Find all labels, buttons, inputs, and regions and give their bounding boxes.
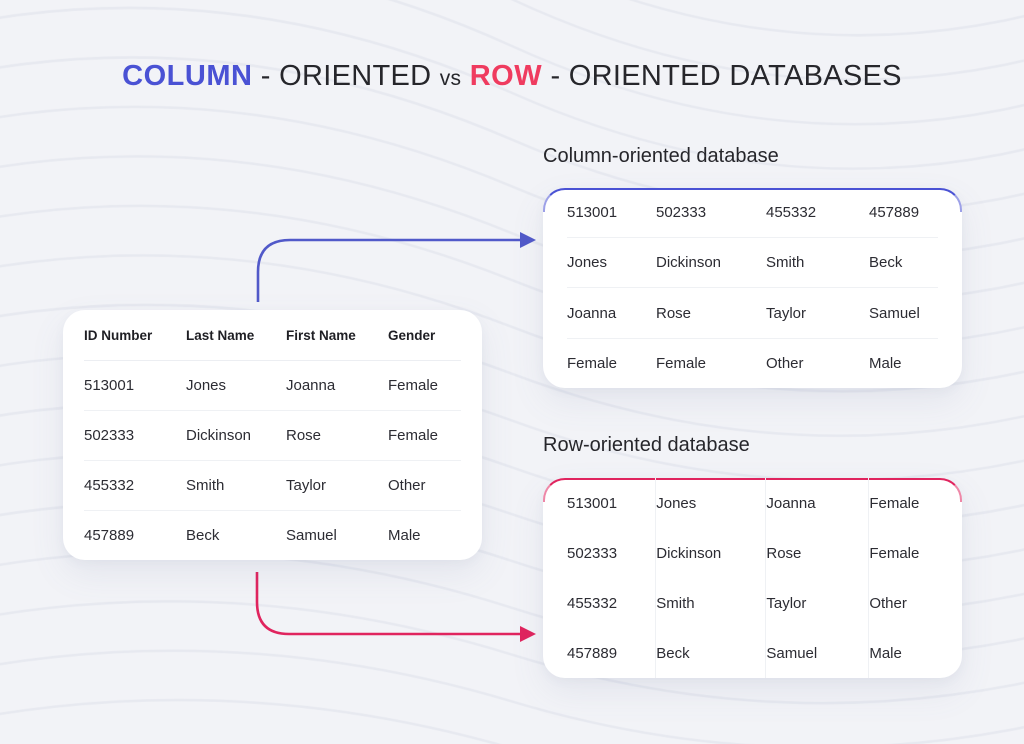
title-oriented-2: ORIENTED DATABASES xyxy=(568,60,902,92)
cell: Rose xyxy=(656,287,766,339)
cell: Rose xyxy=(765,528,870,578)
cell: Male xyxy=(869,644,902,662)
cell: Female xyxy=(388,360,461,411)
arrow-to-row-oriented xyxy=(255,572,536,642)
cell: Other xyxy=(869,594,907,612)
table-row: 455332 Smith Taylor Other xyxy=(84,460,461,511)
table-row: 513001 Jones Joanna Female xyxy=(84,360,461,411)
cell: Rose xyxy=(286,410,388,461)
table-row: Jones Dickinson Smith Beck xyxy=(567,237,938,289)
table-row: 502333 Dickinson Rose Female xyxy=(84,410,461,461)
cell: Jones xyxy=(655,478,767,528)
cell: Taylor xyxy=(765,578,870,628)
row-oriented-label: Row-oriented database xyxy=(543,434,750,456)
cell: 502333 xyxy=(567,528,657,578)
cell: 502333 xyxy=(84,410,186,461)
cell: Female xyxy=(388,410,461,461)
table-header-row: ID Number Last Name First Name Gender xyxy=(84,310,461,361)
cell: 455332 xyxy=(567,578,657,628)
cell: 513001 xyxy=(567,478,657,528)
cell: Taylor xyxy=(286,460,388,511)
arrow-to-column-oriented xyxy=(256,232,536,302)
source-table-card: ID Number Last Name First Name Gender 51… xyxy=(63,310,482,560)
table-row: 502333 Dickinson Rose Female xyxy=(567,528,938,578)
row-oriented-table: 513001 Jones Joanna Female 502333 Dickin… xyxy=(567,478,938,678)
cell: Joanna xyxy=(286,360,388,411)
cell: Female xyxy=(567,354,618,372)
cell: Samuel xyxy=(869,287,938,339)
title-oriented-1: ORIENTED xyxy=(279,60,432,92)
source-table: ID Number Last Name First Name Gender 51… xyxy=(84,310,461,560)
column-header-id-number: ID Number xyxy=(84,310,186,361)
cell: Beck xyxy=(655,628,767,678)
cell: Beck xyxy=(869,237,938,289)
cell: Female xyxy=(869,494,920,512)
title-dash-1: - xyxy=(260,60,271,92)
cell: 457889 xyxy=(84,527,135,544)
table-row: 513001 Jones Joanna Female xyxy=(567,478,938,528)
title-column-word: COLUMN xyxy=(122,60,253,92)
cell: 455332 xyxy=(766,188,869,239)
cell: Male xyxy=(388,527,421,544)
cell: 457889 xyxy=(567,628,657,678)
cell: Smith xyxy=(655,578,767,628)
title-vs: vs xyxy=(439,67,462,90)
cell: Beck xyxy=(186,527,220,544)
column-header-gender: Gender xyxy=(388,310,461,361)
table-row: Female Female Other Male xyxy=(567,338,938,388)
table-row: 513001 502333 455332 457889 xyxy=(567,188,938,239)
cell: Taylor xyxy=(766,287,869,339)
cell: Samuel xyxy=(286,527,337,544)
row-oriented-card: 513001 Jones Joanna Female 502333 Dickin… xyxy=(543,478,962,678)
title-row-word: ROW xyxy=(469,60,543,92)
column-header-first-name: First Name xyxy=(286,310,388,361)
cell: Male xyxy=(869,354,902,372)
cell: Female xyxy=(869,544,920,562)
cell: 457889 xyxy=(869,188,938,239)
cell: 513001 xyxy=(567,188,656,239)
column-oriented-card: 513001 502333 455332 457889 Jones Dickin… xyxy=(543,188,962,388)
table-row: 455332 Smith Taylor Other xyxy=(567,578,938,628)
cell: Joanna xyxy=(567,287,656,339)
cell: Joanna xyxy=(765,478,870,528)
title-dash-2: - xyxy=(550,60,561,92)
page-title: COLUMN - ORIENTED vs ROW - ORIENTED DATA… xyxy=(0,60,1024,93)
cell: Samuel xyxy=(765,628,870,678)
column-oriented-label: Column-oriented database xyxy=(543,145,779,167)
table-row: 457889 Beck Samuel Male xyxy=(84,511,461,561)
cell: Other xyxy=(766,354,804,372)
cell: 502333 xyxy=(656,188,766,239)
cell: Jones xyxy=(567,237,656,289)
cell: Other xyxy=(388,460,461,511)
column-oriented-table: 513001 502333 455332 457889 Jones Dickin… xyxy=(567,188,938,388)
cell: Dickinson xyxy=(656,237,766,289)
cell: 513001 xyxy=(84,360,186,411)
cell: 455332 xyxy=(84,460,186,511)
table-row: Joanna Rose Taylor Samuel xyxy=(567,287,938,339)
column-header-last-name: Last Name xyxy=(186,310,286,361)
cell: Dickinson xyxy=(655,528,767,578)
cell: Smith xyxy=(766,237,869,289)
cell: Female xyxy=(656,354,707,372)
table-row: 457889 Beck Samuel Male xyxy=(567,628,938,678)
cell: Jones xyxy=(186,360,286,411)
cell: Dickinson xyxy=(186,410,286,461)
cell: Smith xyxy=(186,460,286,511)
